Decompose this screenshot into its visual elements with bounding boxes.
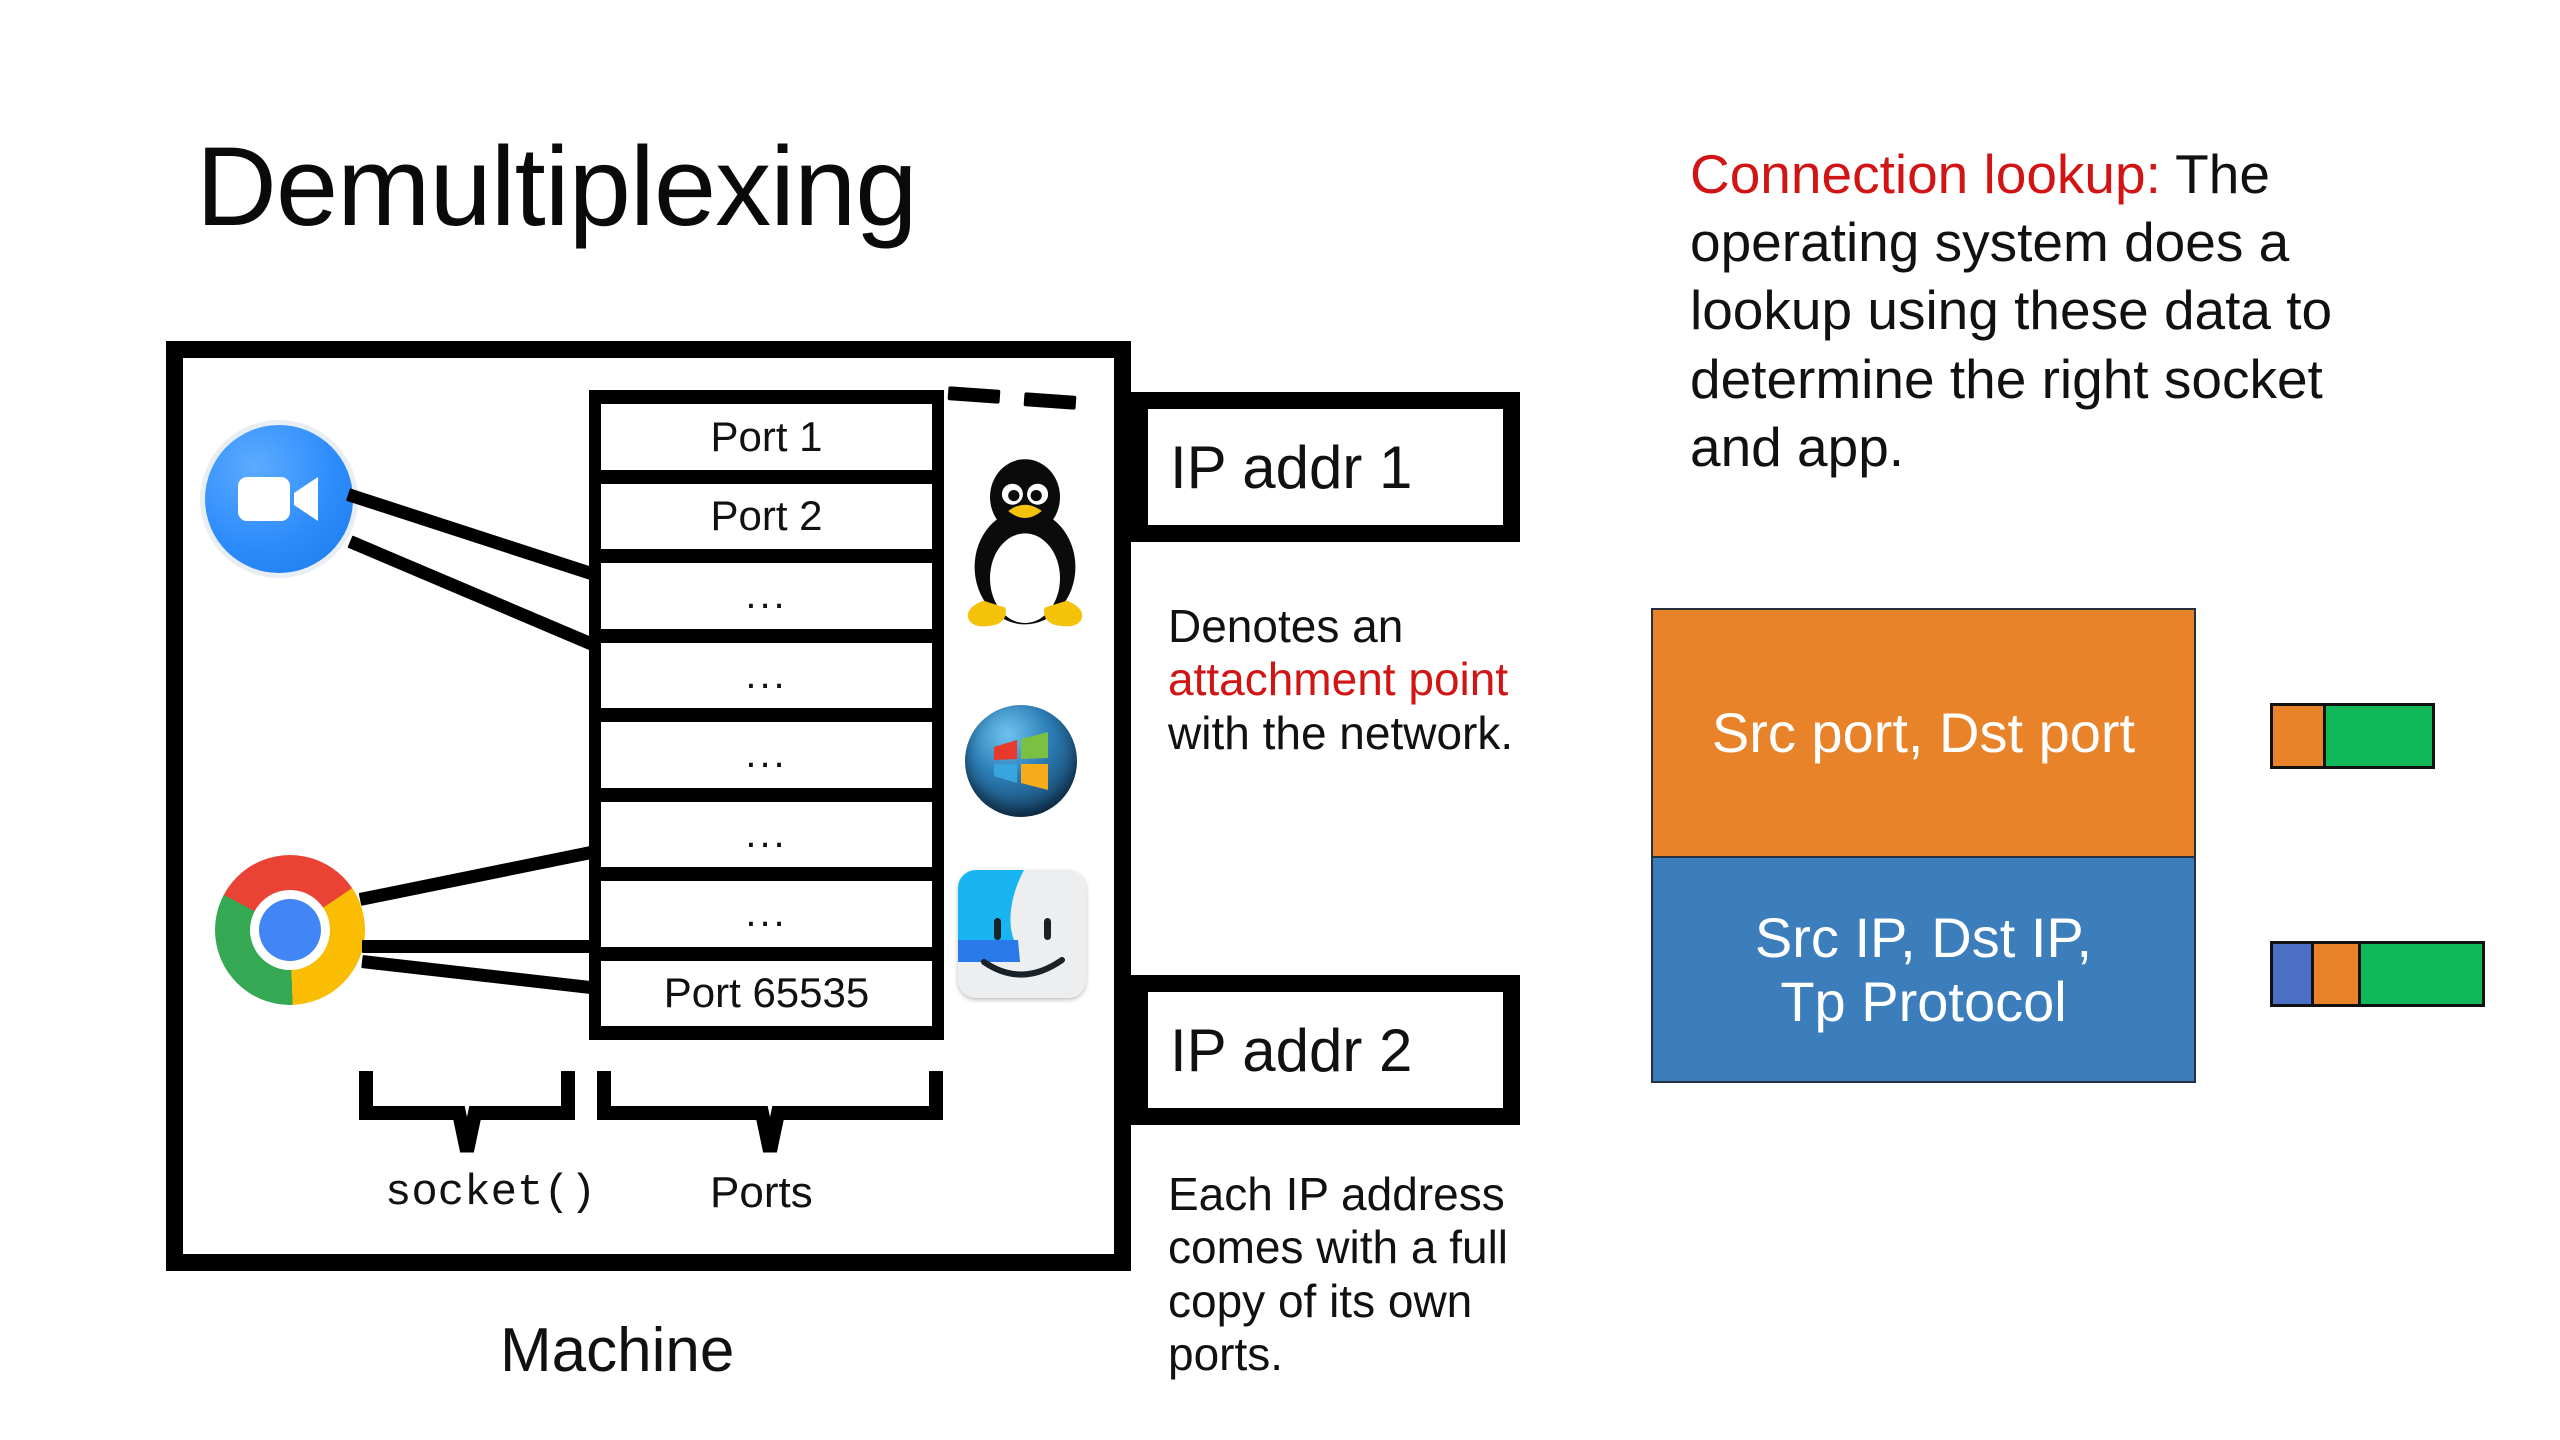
port-row[interactable]: ... bbox=[601, 881, 932, 947]
ip-addr-2-label: IP addr 2 bbox=[1170, 1016, 1413, 1084]
windows-orb-icon bbox=[965, 705, 1077, 817]
connection-lookup-body: The operating system does a lookup using… bbox=[1690, 143, 2333, 478]
ports-brace bbox=[597, 1071, 943, 1153]
packet-segment-payload bbox=[2323, 706, 2432, 766]
network-header-label: Src IP, Dst IP, Tp Protocol bbox=[1755, 906, 2092, 1034]
port-row[interactable]: Port 65535 bbox=[601, 960, 932, 1026]
port-row[interactable]: Port 1 bbox=[601, 404, 932, 470]
ports-stack: Port 1 Port 2 ... ... ... ... ... Port 6… bbox=[589, 390, 944, 1040]
packet-segment-transport bbox=[2311, 944, 2359, 1004]
port-row[interactable]: ... bbox=[601, 642, 932, 708]
connection-lookup-heading: Connection lookup: bbox=[1690, 143, 2161, 205]
network-header-line2: Tp Protocol bbox=[1780, 969, 2067, 1033]
connection-lookup-note: Connection lookup: The operating system … bbox=[1690, 140, 2420, 481]
chrome-hub-icon bbox=[259, 899, 321, 961]
port-row[interactable]: ... bbox=[601, 801, 932, 867]
port-row[interactable]: ... bbox=[601, 722, 932, 788]
attachment-note-line1: Denotes an bbox=[1168, 600, 1404, 652]
ip-copy-note: Each IP address comes with a full copy o… bbox=[1168, 1168, 1509, 1381]
network-header-line1: Src IP, Dst IP, bbox=[1754, 905, 2093, 969]
attachment-point-highlight: attachment point bbox=[1168, 653, 1509, 706]
attachment-note: Denotes an attachment point with the net… bbox=[1168, 600, 1568, 760]
socket-brace-label: socket() bbox=[385, 1168, 597, 1218]
windows-flag-icon bbox=[994, 732, 1048, 790]
video-camera-icon bbox=[238, 477, 318, 521]
zoom-app-icon[interactable] bbox=[205, 425, 353, 573]
network-packet-strip bbox=[2270, 941, 2485, 1007]
packet-segment-transport bbox=[2273, 706, 2324, 766]
ip-addr-1-label: IP addr 1 bbox=[1170, 433, 1413, 501]
ip-addr-1-box: IP addr 1 bbox=[1131, 392, 1520, 542]
finder-face-icon bbox=[958, 870, 1086, 998]
connector-chrome-2 bbox=[362, 940, 594, 953]
ip-addr-2-box: IP addr 2 bbox=[1131, 975, 1520, 1125]
transport-packet-strip bbox=[2270, 703, 2435, 769]
chrome-app-icon[interactable] bbox=[215, 855, 365, 1005]
page-title: Demultiplexing bbox=[196, 124, 918, 249]
ports-brace-label: Ports bbox=[710, 1168, 813, 1217]
transport-header-label: Src port, Dst port bbox=[1711, 701, 2136, 765]
machine-label: Machine bbox=[500, 1316, 735, 1385]
attachment-note-line3: with the network. bbox=[1168, 706, 1514, 759]
port-row[interactable]: Port 2 bbox=[601, 483, 932, 549]
packet-segment-payload bbox=[2358, 944, 2482, 1004]
packet-segment-network bbox=[2273, 944, 2312, 1004]
tux-penguin-icon bbox=[967, 459, 1083, 627]
socket-brace bbox=[359, 1071, 575, 1153]
transport-header-box: Src port, Dst port bbox=[1651, 608, 2196, 858]
port-row[interactable]: ... bbox=[601, 563, 932, 629]
network-header-box: Src IP, Dst IP, Tp Protocol bbox=[1651, 858, 2196, 1083]
